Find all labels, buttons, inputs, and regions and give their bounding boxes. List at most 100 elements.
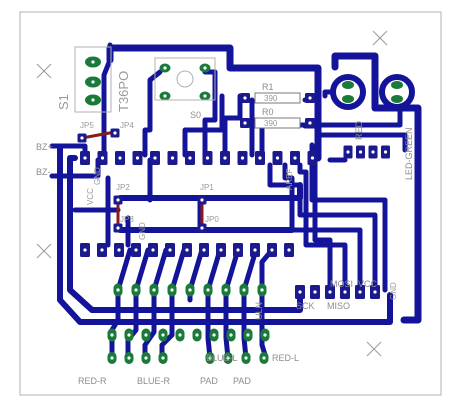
label-s0: S0 xyxy=(190,110,201,120)
label-jp0: JP0 xyxy=(205,215,219,224)
mcu-bottom-pad xyxy=(97,243,107,257)
mcu-top-pad xyxy=(115,151,125,165)
label-ic: ULN xyxy=(254,302,264,320)
bottom-connector-pad xyxy=(259,352,269,364)
mcu-bottom-pad xyxy=(114,243,124,257)
resistor-pad xyxy=(240,93,250,103)
led-header-pad xyxy=(343,145,353,159)
ic-top-pad xyxy=(185,283,195,297)
ic-bottom-pad xyxy=(243,328,253,342)
ic-bottom-pad xyxy=(107,328,117,342)
resistor-pad xyxy=(305,93,315,103)
mcu-top-pad xyxy=(80,151,90,165)
label-red-r: RED-R xyxy=(78,376,107,386)
mcu-bottom-pad xyxy=(182,243,192,257)
mcu-top-pad xyxy=(167,151,178,165)
isp-pad xyxy=(310,285,320,299)
ic-bottom-pad xyxy=(158,328,168,342)
resistor-pad xyxy=(240,118,250,128)
label-jp4: JP4 xyxy=(120,121,134,130)
jumper-wires xyxy=(81,130,204,228)
ic-bottom-pad xyxy=(175,328,185,342)
mcu-top-pad xyxy=(132,151,143,165)
mounting-mark-top-left xyxy=(36,63,52,79)
label-r1-value: 390 xyxy=(264,94,278,103)
label-r0-value: 390 xyxy=(264,119,278,128)
label-red-l: RED-L xyxy=(272,353,299,363)
led-header-pad xyxy=(356,145,365,159)
bottom-connector-pad xyxy=(241,352,251,364)
ic-bottom-pad xyxy=(141,328,151,342)
label-gnd-b: GND xyxy=(138,222,147,240)
label-r1: R1 xyxy=(262,82,274,92)
mcu-bottom-pad xyxy=(199,243,209,257)
mcu-top-pad xyxy=(202,151,213,165)
ic-top-pad xyxy=(131,283,141,297)
label-gnd2: GND xyxy=(389,282,398,300)
label-bz-plus: BZ+ xyxy=(36,142,53,152)
mcu-bottom-pad xyxy=(165,243,175,257)
jp2-pad xyxy=(113,195,123,205)
label-s1: S1 xyxy=(56,94,71,110)
label-blue-l: BLUE-L xyxy=(206,353,238,363)
led-header-pad xyxy=(381,145,390,159)
switch-s0-actuator xyxy=(176,70,194,88)
isp-pad xyxy=(325,285,335,299)
led-red xyxy=(330,74,366,110)
isp-pad xyxy=(355,285,365,299)
led-header-pad xyxy=(368,145,378,159)
label-r0: R0 xyxy=(262,107,274,117)
label-vcc: VCC xyxy=(86,188,95,205)
label-jp5: JP5 xyxy=(80,121,94,130)
resistor-r0-body xyxy=(254,117,301,129)
isp-pad xyxy=(370,285,380,299)
ic-bottom-pad xyxy=(192,328,202,342)
switch-s0-pad xyxy=(199,91,211,101)
pad-array xyxy=(77,56,390,364)
jp3-pad xyxy=(113,223,123,233)
label-jp1: JP1 xyxy=(200,183,214,192)
label-miso: MISO xyxy=(327,301,350,311)
label-led-green: LED-GREEN xyxy=(404,127,414,180)
switch-s1-pad xyxy=(85,56,101,68)
ic-top-pad xyxy=(113,283,123,297)
copper-traces xyxy=(49,42,422,361)
bottom-connector-pad xyxy=(141,352,151,364)
mcu-top-pad xyxy=(307,151,318,165)
mcu-top-pad xyxy=(185,151,195,165)
ic-bottom-pad xyxy=(260,328,270,342)
resistor-pad xyxy=(305,118,315,128)
switch-s0-pad xyxy=(199,63,211,73)
jp0-pad xyxy=(197,223,207,233)
mcu-bottom-pad xyxy=(80,243,90,257)
bottom-connector-pad xyxy=(107,352,117,364)
label-pad-b: PAD xyxy=(233,376,251,386)
label-mosi: MOSI xyxy=(330,279,353,289)
isp-pad xyxy=(295,285,305,299)
mcu-top-pad xyxy=(272,151,283,165)
mounting-mark-top-right xyxy=(372,30,388,46)
mcu-bottom-pad xyxy=(250,243,260,257)
ic-top-pad xyxy=(167,283,177,297)
resistor-r1-body xyxy=(254,92,301,104)
mcu-top-pad xyxy=(237,151,248,165)
ic-top-pad xyxy=(149,283,159,297)
label-gnd-a: GND xyxy=(93,167,102,185)
label-aref: AREF xyxy=(285,169,294,190)
ic-top-pad xyxy=(239,283,249,297)
label-vcc2: VCC xyxy=(358,279,378,289)
switch-s1-pad xyxy=(85,76,101,88)
mcu-bottom-pad xyxy=(216,243,226,257)
switch-s0-pad xyxy=(159,91,171,101)
mcu-bottom-pad xyxy=(233,243,243,257)
mcu-top-pad xyxy=(150,151,160,165)
label-led-red: RED xyxy=(354,120,364,140)
mcu-top-pad xyxy=(220,151,230,165)
switch-s0-outline xyxy=(154,57,216,101)
bottom-connector-pad xyxy=(205,352,215,364)
label-t36po: T36PO xyxy=(116,71,131,112)
switch-s1-outline xyxy=(74,46,112,113)
label-jp3: JP3 xyxy=(120,215,134,224)
jp4-pad xyxy=(110,128,120,138)
mcu-bottom-pad xyxy=(267,243,277,257)
